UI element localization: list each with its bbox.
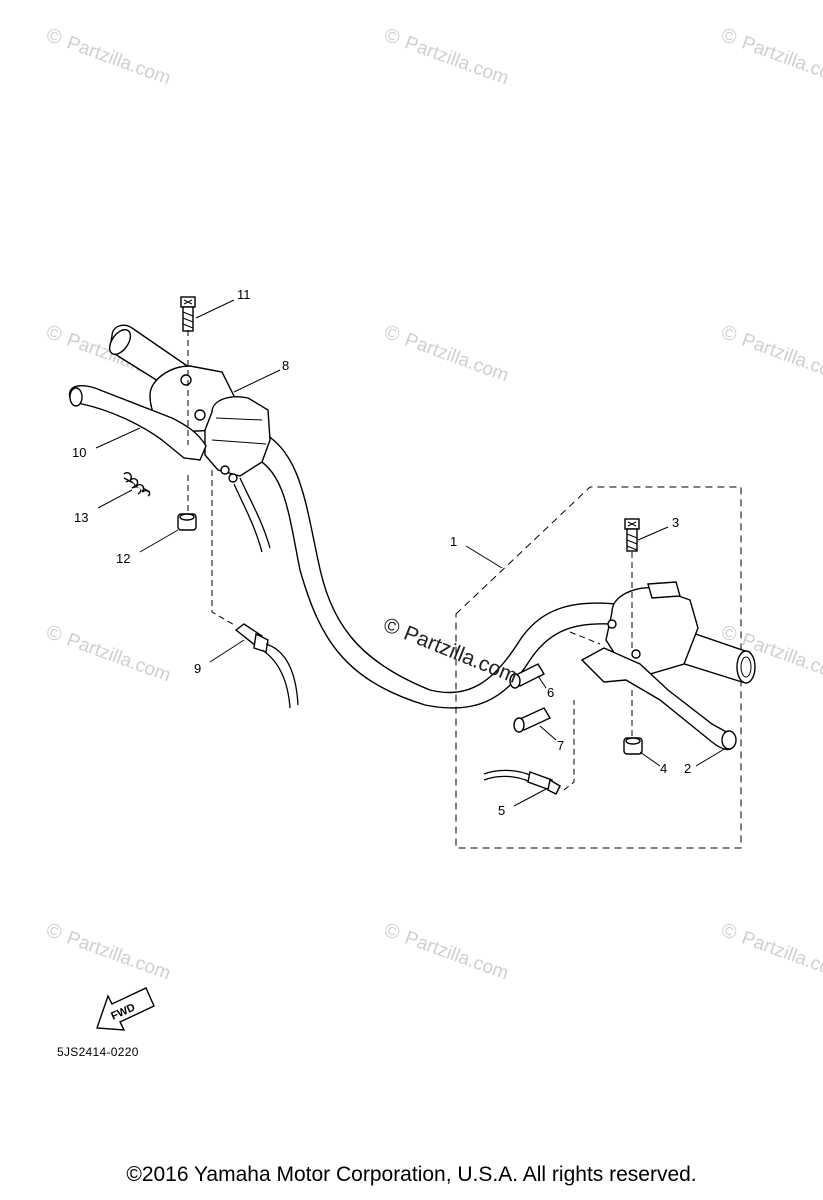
left-lever (68, 385, 207, 461)
svg-text:Partzilla.com: Partzilla.com (64, 32, 173, 89)
callout-9: 9 (194, 661, 201, 676)
bolt-7 (513, 707, 552, 733)
master-cylinder (194, 396, 271, 483)
diagram-part-code: 5JS2414-0220 (57, 1045, 139, 1059)
handlebar (249, 429, 626, 709)
svg-text:Partzilla.com: Partzilla.com (402, 32, 511, 89)
svg-text:©: © (43, 621, 65, 647)
bolt-3 (624, 518, 640, 552)
right-cable-axis (563, 631, 601, 791)
svg-text:Partzilla.com: Partzilla.com (64, 629, 173, 686)
left-alignment-line (211, 470, 237, 627)
callout-11: 11 (237, 287, 251, 302)
callout-labels: 1 2 3 4 5 6 7 8 9 10 11 12 13 (72, 287, 691, 818)
brake-hose (233, 477, 271, 553)
svg-text:Partzilla.com: Partzilla.com (739, 927, 823, 984)
svg-text:©: © (43, 24, 65, 50)
spring-13 (123, 471, 151, 497)
fwd-arrow-icon: FWD (96, 987, 155, 1031)
watermark: © Partzilla.com (381, 919, 511, 984)
watermark: © Partzilla.com (43, 24, 173, 89)
svg-text:©: © (43, 919, 65, 945)
svg-text:©: © (718, 321, 740, 347)
callout-7: 7 (557, 738, 564, 753)
watermark: © Partzilla.com (381, 24, 511, 89)
svg-text:Partzilla.com: Partzilla.com (64, 927, 173, 984)
callout-1: 1 (450, 534, 457, 549)
svg-text:Partzilla.com: Partzilla.com (739, 329, 823, 386)
svg-text:Partzilla.com: Partzilla.com (402, 329, 511, 386)
cable-5 (483, 769, 561, 795)
svg-text:©: © (381, 919, 403, 945)
copyright-notice: ©2016 Yamaha Motor Corporation, U.S.A. A… (126, 1163, 697, 1186)
callout-3: 3 (672, 515, 679, 530)
right-lever-holder (605, 581, 699, 675)
svg-text:Partzilla.com: Partzilla.com (739, 32, 823, 89)
watermark: © Partzilla.com (43, 919, 173, 984)
svg-text:Partzilla.com: Partzilla.com (402, 927, 511, 984)
svg-text:©: © (381, 321, 403, 347)
nut-12 (177, 513, 197, 531)
callout-4: 4 (660, 761, 667, 776)
svg-text:©: © (718, 919, 740, 945)
callout-5: 5 (498, 803, 505, 818)
callout-13: 13 (74, 510, 88, 525)
svg-text:©: © (381, 24, 403, 50)
svg-text:©: © (380, 613, 403, 640)
callout-12: 12 (116, 551, 130, 566)
callout-6: 6 (547, 685, 554, 700)
watermark: © Partzilla.com (43, 621, 173, 686)
callout-2: 2 (684, 761, 691, 776)
leader-lines (95, 299, 727, 807)
svg-text:©: © (43, 321, 65, 347)
callout-8: 8 (282, 358, 289, 373)
watermark: © Partzilla.com (381, 321, 511, 386)
right-lever (580, 647, 737, 751)
cable-9 (234, 623, 299, 709)
bolt-11 (180, 296, 196, 332)
svg-text:©: © (718, 24, 740, 50)
nut-4 (623, 737, 643, 755)
bolt-6 (509, 663, 545, 689)
watermark: © Partzilla.com (718, 919, 823, 984)
watermark: © Partzilla.com (718, 321, 823, 386)
watermark-layer: © Partzilla.com © Partzilla.com © Partzi… (43, 24, 823, 984)
callout-10: 10 (72, 445, 86, 460)
watermark: © Partzilla.com (718, 24, 823, 89)
svg-text:Partzilla.com: Partzilla.com (401, 622, 521, 688)
